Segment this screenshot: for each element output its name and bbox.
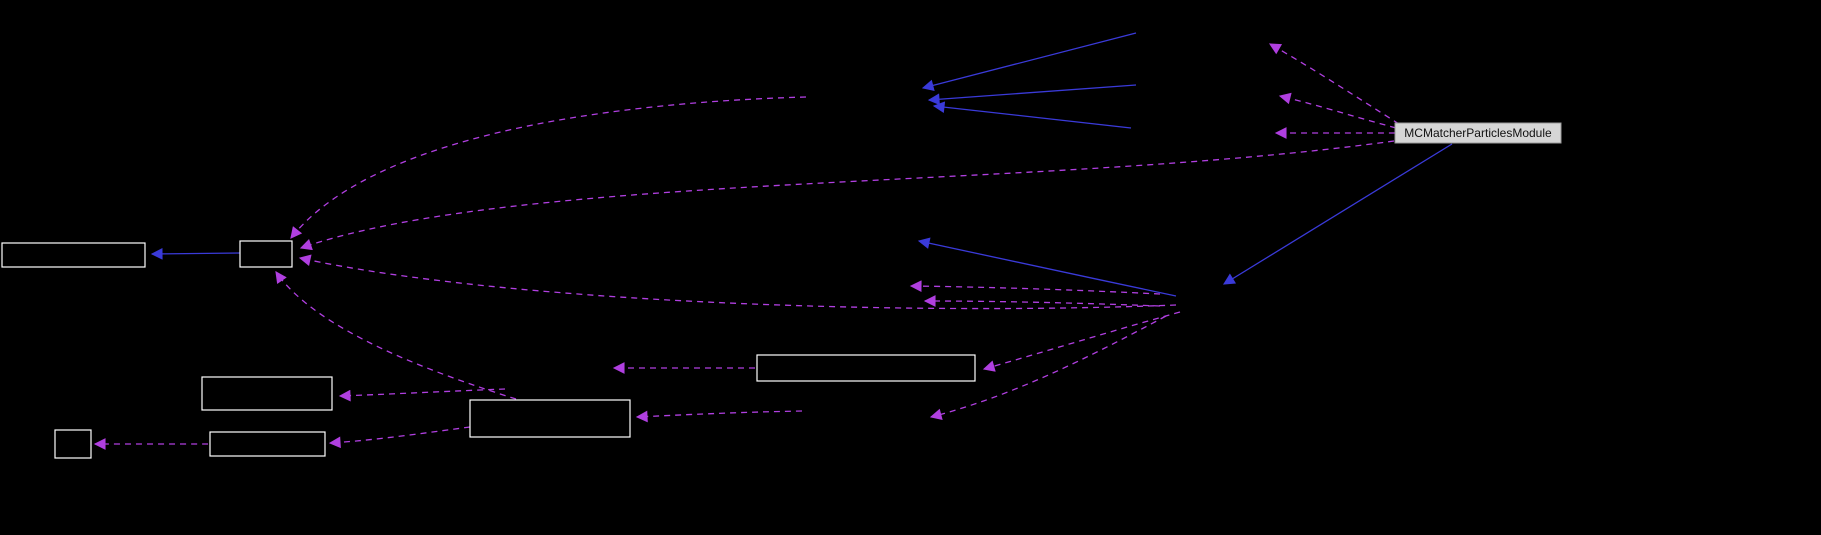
edge-dashed-10 [299,140,1395,251]
edge-dashed-12 [909,280,1161,295]
diagram-node-small-hub[interactable] [239,240,293,268]
edge-solid-2 [932,101,1132,129]
edge-solid-4 [1223,143,1453,285]
edge-dashed-6 [1268,43,1400,125]
diagram-node-bottom-mid[interactable] [469,399,631,438]
diagram-node-left[interactable] [1,242,146,268]
edge-solid-1 [927,84,1137,106]
edge-dashed-16 [338,388,506,402]
edge-dashed-20 [635,410,803,423]
edge-dashed-7 [1278,92,1397,129]
edge-dashed-15 [982,311,1181,372]
diagram-node-tiny[interactable] [54,429,92,459]
diagram-node-current[interactable] [1394,122,1562,144]
edge-dashed-11 [298,254,1177,310]
edge-dashed-13 [923,295,1161,307]
edge-solid-3 [150,248,241,260]
diagram-node-mid-left[interactable] [201,376,333,411]
edge-dashed-21 [929,315,1167,421]
edges-layer [93,32,1453,450]
nodes-layer: MCMatcherParticlesModule [1,122,1562,459]
diagram-node-bottom-left[interactable] [209,431,326,457]
edge-solid-5 [917,237,1177,297]
edge-dashed-18 [328,426,471,449]
edge-dashed-17 [275,271,517,400]
diagram-node-current-label: MCMatcherParticlesModule [1404,126,1552,140]
edge-solid-0 [921,32,1137,92]
edge-dashed-9 [290,96,807,239]
diagram-node-wide[interactable] [756,354,976,382]
